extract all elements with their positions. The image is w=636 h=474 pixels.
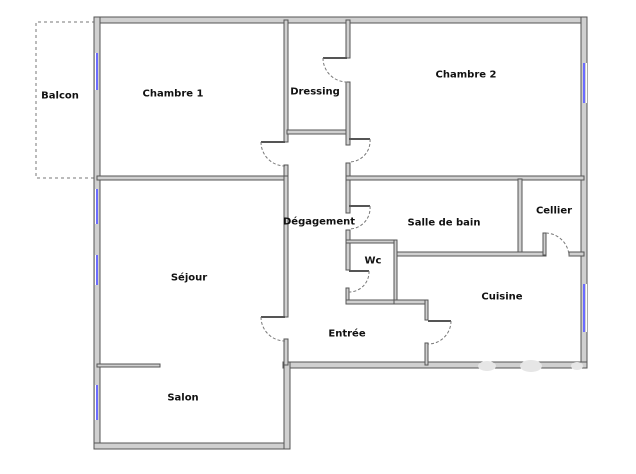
room-label-chambre-1: Chambre 1 (142, 88, 204, 100)
room-label-cuisine: Cuisine (481, 291, 523, 303)
room-label-chambre-2: Chambre 2 (435, 69, 497, 81)
room-label-dressing: Dressing (290, 86, 340, 98)
room-label-salle-de-bain: Salle de bain (407, 217, 481, 229)
room-label-degagement: Dégagement (282, 216, 356, 228)
interior-walls (96, 19, 585, 368)
exterior-walls (93, 16, 588, 450)
room-label-sejour: Séjour (170, 272, 208, 284)
room-label-salon: Salon (167, 392, 199, 404)
room-label-cellier: Cellier (535, 205, 573, 217)
doors (260, 57, 570, 345)
room-label-entree: Entrée (328, 328, 366, 340)
room-label-balcon: Balcon (41, 90, 79, 102)
room-label-wc: Wc (364, 255, 382, 267)
watermark (478, 360, 583, 372)
